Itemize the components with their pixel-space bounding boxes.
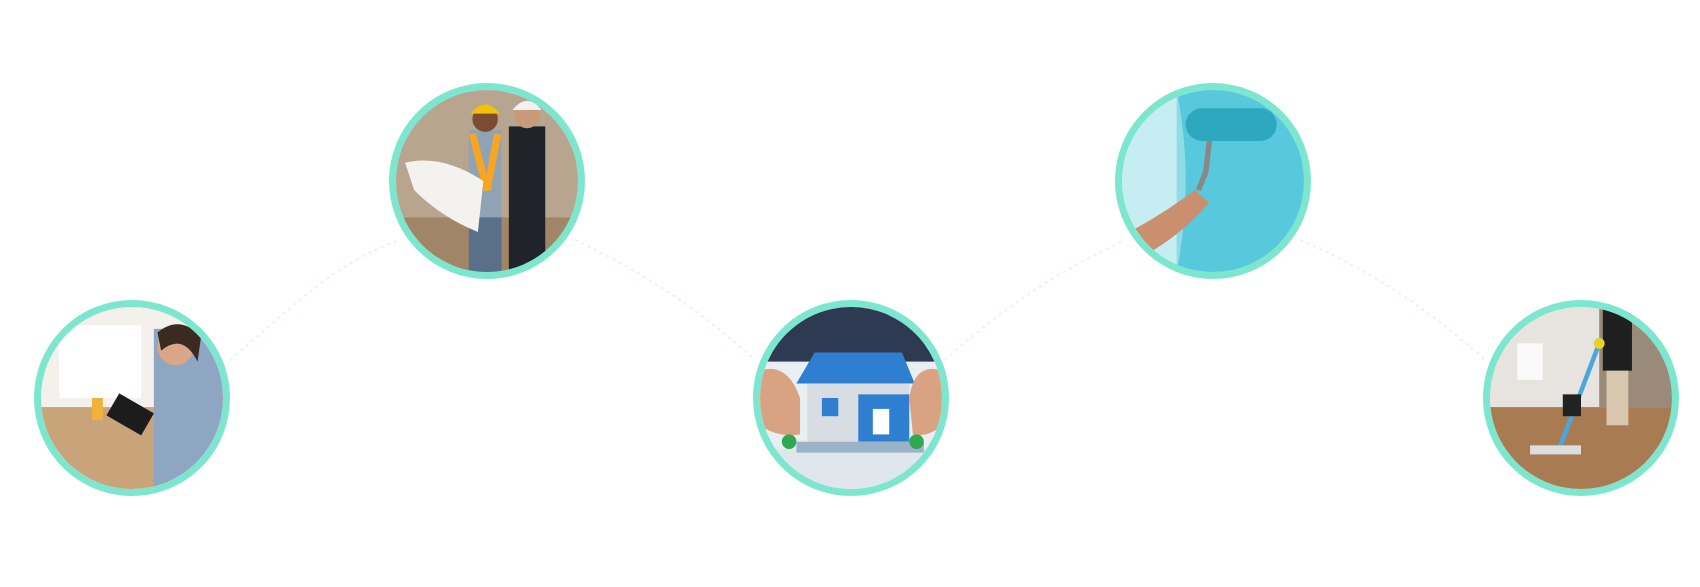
step-1-photo-woman-tablet <box>34 300 230 496</box>
step-4-photo-paint-roller <box>1115 83 1311 279</box>
step-5-photo-mopping-floor <box>1483 300 1679 496</box>
step-2-photo-construction-workers <box>389 83 585 279</box>
step-3-photo-model-house <box>753 300 949 496</box>
